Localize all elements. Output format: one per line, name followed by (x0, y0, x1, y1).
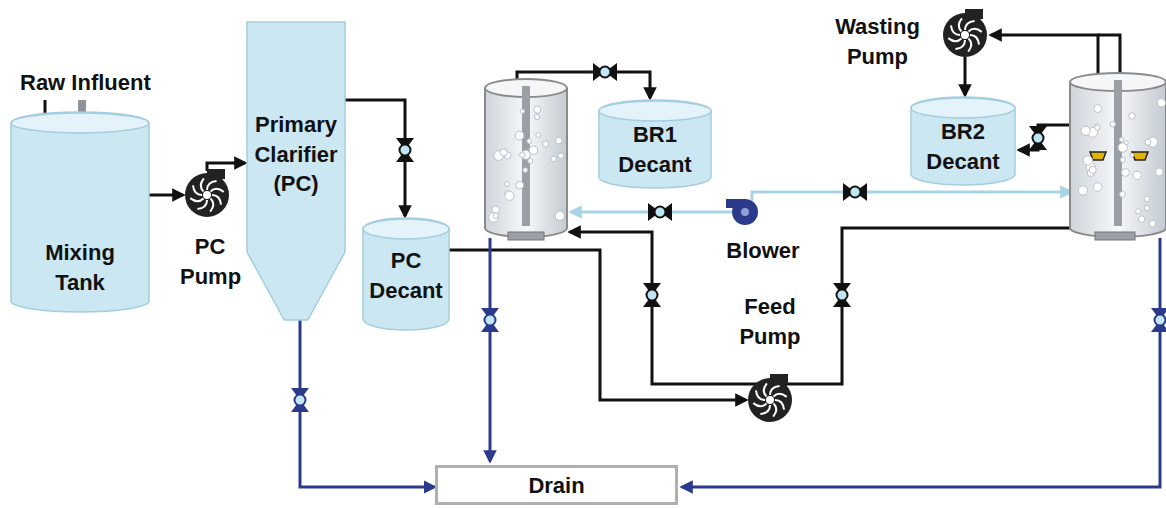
air-bubble (515, 131, 524, 140)
air-bubble (1095, 125, 1101, 131)
air-lines (571, 192, 1071, 212)
valve (643, 283, 661, 307)
air-bubble (1129, 113, 1136, 120)
air-bubble (489, 212, 499, 222)
valve-symbols (291, 63, 1166, 412)
node-label: PC Pump (180, 232, 240, 291)
decant-tank: BR2 Decant (910, 97, 1016, 185)
reactor-br2 (1070, 73, 1166, 240)
air-bubble (558, 153, 563, 158)
node-label: PC Decant (366, 246, 446, 305)
air-bubble (528, 158, 533, 163)
air-bubble (1124, 141, 1128, 145)
air-bubble (500, 149, 507, 156)
process-pipes (517, 35, 1120, 384)
pipe-connector (300, 320, 435, 487)
valve (1151, 308, 1166, 332)
air-bubble (1110, 122, 1115, 127)
node-label: Drain (435, 471, 678, 501)
primary-clarifier: Primary Clarifier (PC) (247, 22, 345, 320)
air-bubble (555, 211, 564, 220)
air-bubble (1121, 168, 1129, 176)
air-bubble (555, 137, 562, 144)
air-bubble (1119, 137, 1123, 141)
pump: PC Pump (180, 170, 240, 305)
reactor-br1 (485, 79, 567, 240)
air-bubble (1149, 220, 1156, 227)
air-bubble (1155, 168, 1163, 176)
air-bubble (1144, 205, 1149, 210)
decant-tank: BR1 Decant (598, 100, 712, 188)
air-bubble (534, 114, 539, 119)
drain-box: Drain (435, 465, 678, 505)
air-bubble (520, 152, 526, 158)
air-bubble (534, 106, 541, 113)
pump: Wasting Pump (820, 8, 990, 80)
air-bubble (1157, 99, 1165, 107)
pipe-connector (449, 250, 746, 400)
air-bubble (1083, 156, 1092, 165)
air-bubble (505, 191, 514, 200)
node-label: Feed Pump (725, 292, 815, 351)
node-label: BR2 Decant (923, 117, 1003, 176)
decant-tank-outline (362, 218, 450, 330)
air-bubble (504, 182, 509, 187)
air-bubble (536, 133, 541, 138)
pipe-connector (149, 194, 183, 197)
pipe-connector (345, 100, 405, 216)
air-bubble (1136, 209, 1141, 214)
air-bubble (551, 156, 556, 161)
air-bubble (520, 109, 524, 113)
air-bubble (1138, 216, 1145, 223)
valve (648, 203, 672, 221)
valve (291, 388, 309, 412)
flow-label: Raw Influent (20, 70, 151, 96)
air-bubble (527, 139, 532, 144)
valve (1029, 126, 1047, 150)
air-bubble (1145, 139, 1151, 145)
air-bubble (516, 181, 524, 189)
valve (843, 183, 867, 201)
valve (593, 63, 617, 81)
air-bubble (1120, 157, 1125, 162)
mixing-tank: Mixing Tank (10, 112, 150, 312)
valve (396, 138, 414, 162)
air-bubble (1120, 191, 1126, 197)
node-label: Primary Clarifier (PC) (248, 110, 344, 199)
valve (833, 283, 851, 307)
air-bubble (1133, 171, 1141, 179)
node-label: Blower (708, 236, 818, 266)
air-bubble (1089, 166, 1096, 173)
air-bubble (1144, 196, 1150, 202)
air-bubble (1093, 183, 1102, 192)
air-bubble (493, 213, 498, 218)
pump: Feed Pump (725, 292, 815, 424)
primary-clarifier-outline (247, 22, 345, 320)
node-label: Mixing Tank (35, 238, 125, 297)
node-label: BR1 Decant (615, 120, 695, 179)
air-bubble (1081, 126, 1090, 135)
node-label: Wasting Pump (820, 12, 935, 71)
blower: Blower (708, 190, 818, 268)
decant-tank: PC Decant (362, 218, 450, 330)
air-bubble (523, 168, 528, 173)
air-bubble (1094, 105, 1102, 113)
air-bubble (1078, 186, 1087, 195)
valve (481, 308, 499, 332)
air-bubble (1130, 153, 1134, 157)
drain-lines (490, 238, 1160, 487)
pipe-connector (964, 57, 967, 95)
air-bubble (543, 141, 549, 147)
